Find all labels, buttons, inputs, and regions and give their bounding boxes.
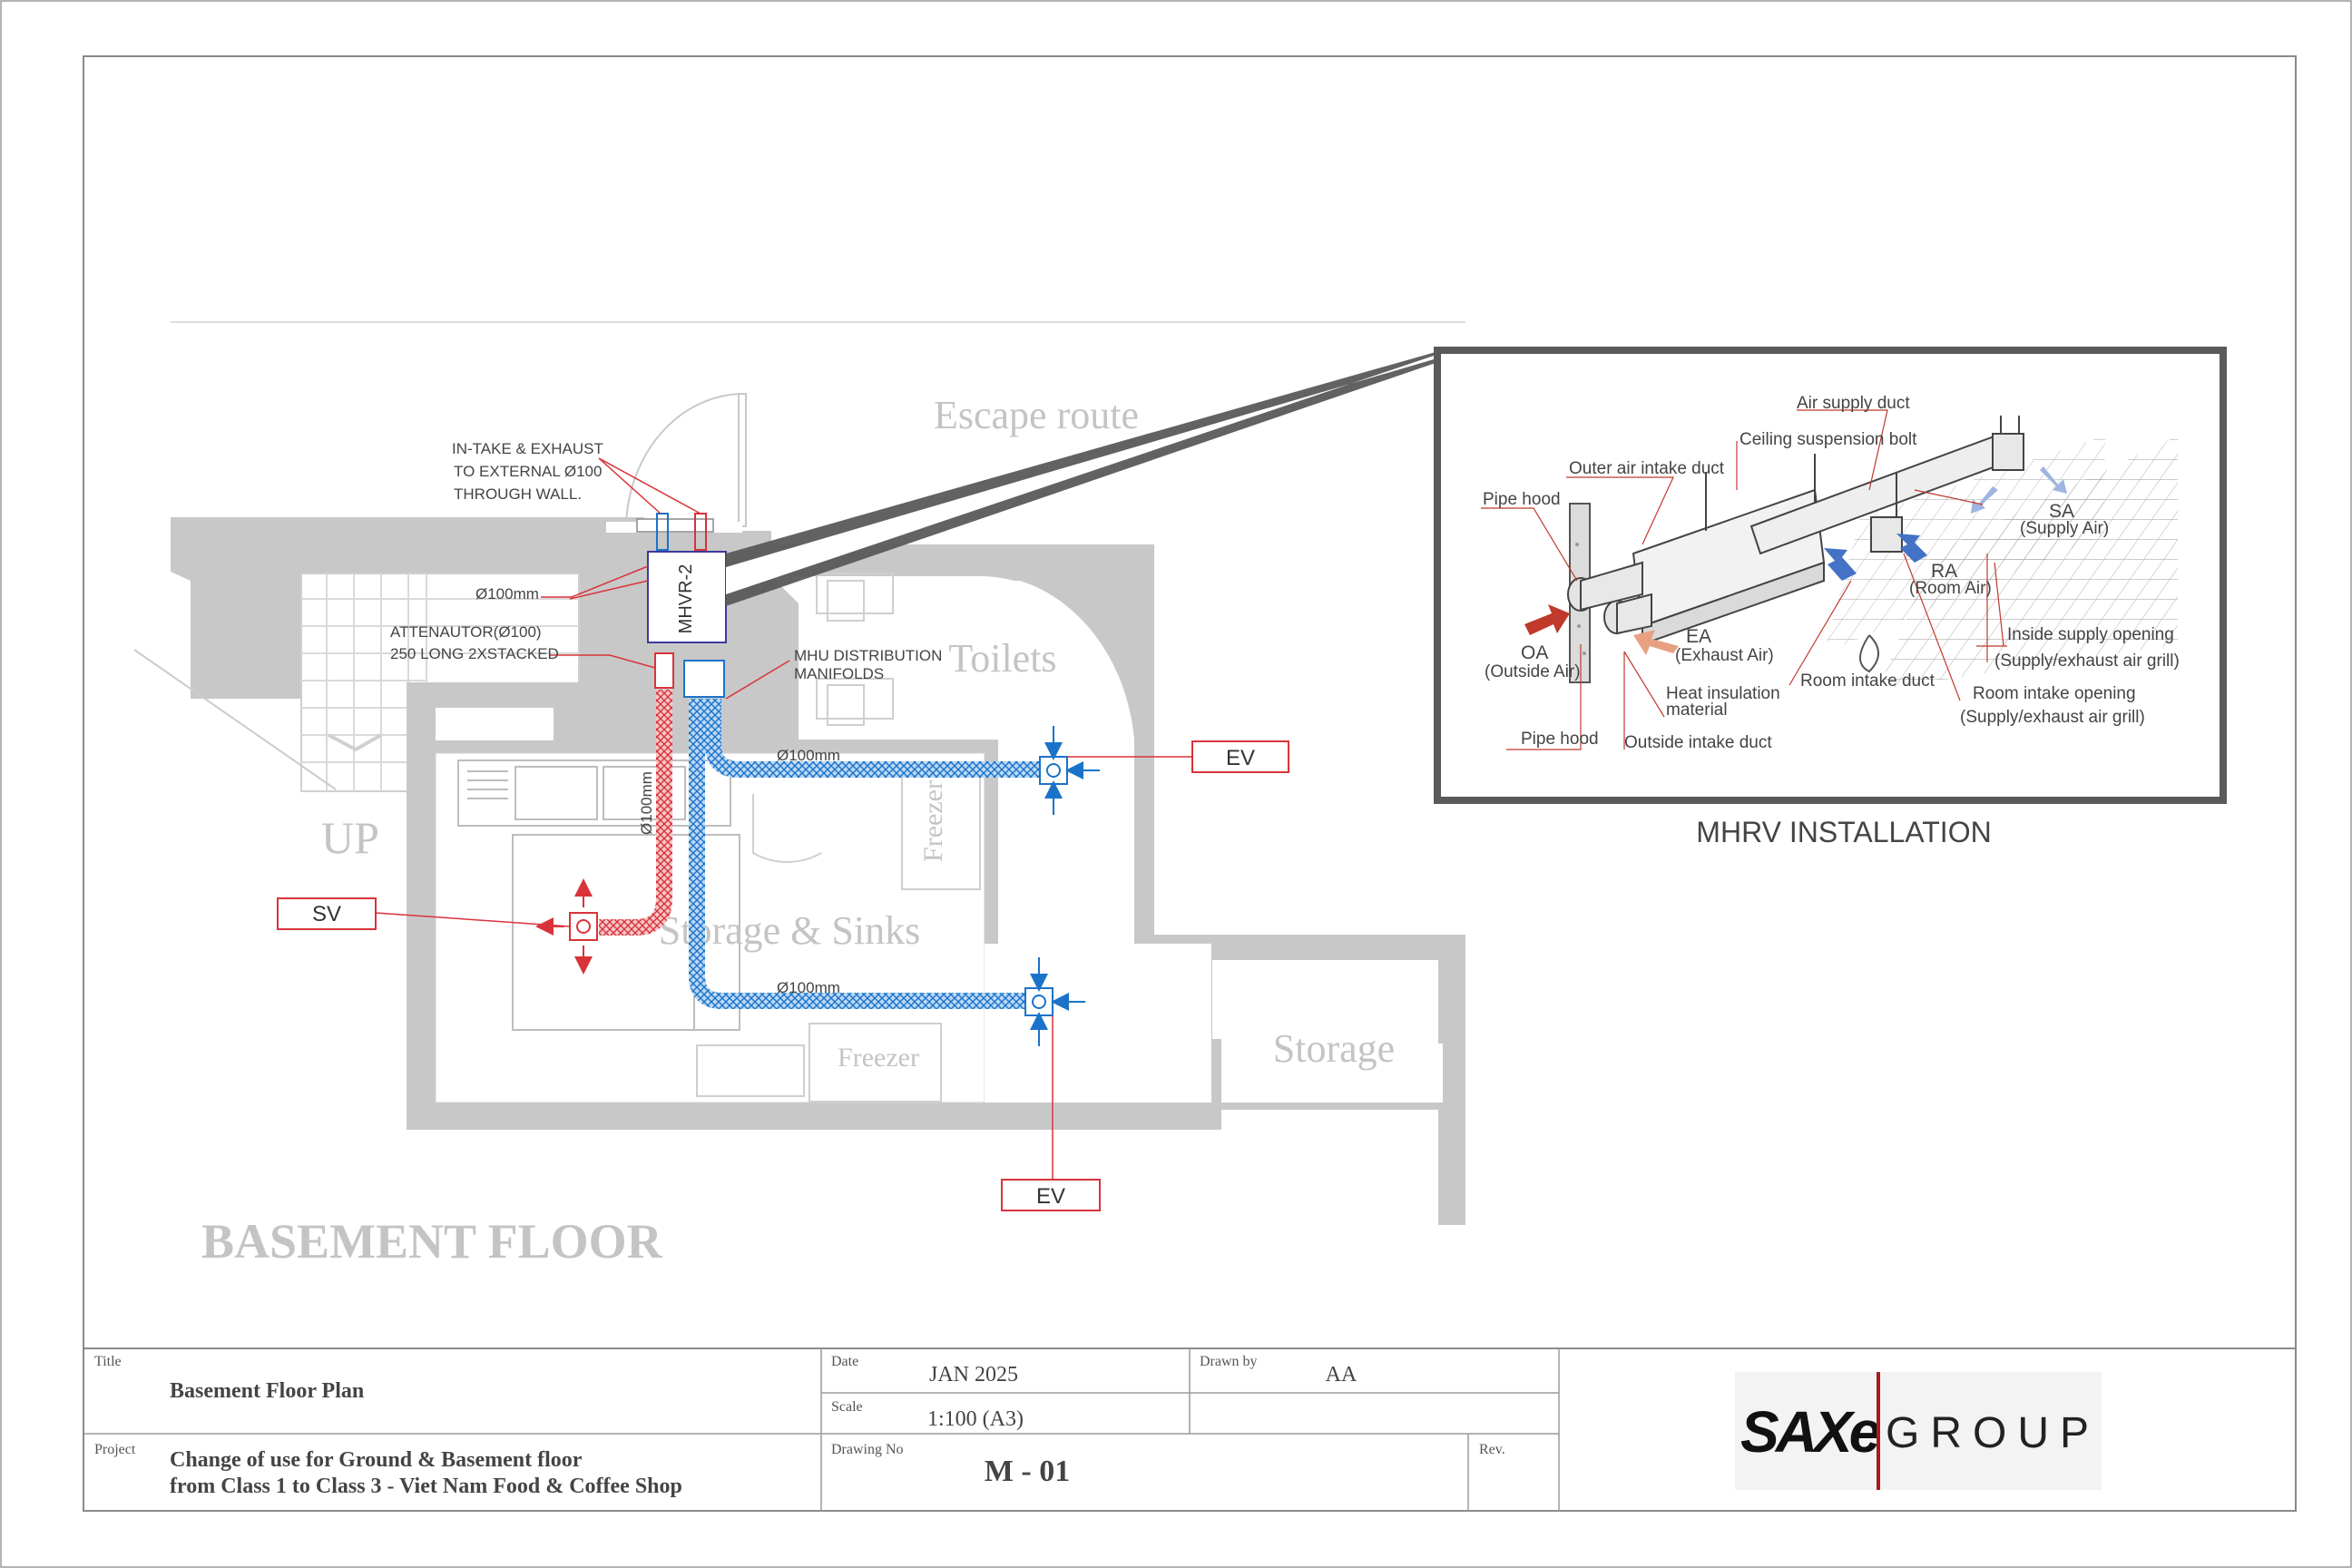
logo-word: GROUP <box>1886 1409 2100 1457</box>
label-pipe-hood-bottom: Pipe hood <box>1521 730 1599 749</box>
date-caption: Date <box>831 1354 858 1369</box>
project-line-2: from Class 1 to Class 3 - Viet Nam Food … <box>170 1475 682 1498</box>
label-oa-sub: (Outside Air) <box>1485 662 1581 681</box>
label-ra: RA <box>1931 561 1957 582</box>
mhrv-inset: Air supply duct Ceiling suspension bolt … <box>1434 347 2227 848</box>
ea-arrow <box>1633 630 1679 655</box>
label-ra-sub: (Room Air) <box>1909 579 1992 598</box>
label-ceiling-bolt: Ceiling suspension bolt <box>1740 430 1917 449</box>
inset-caption: MHRV INSTALLATION <box>1696 816 1991 848</box>
ductwork: MHVR-2 <box>277 440 1289 1211</box>
tag-ev-lower-label: EV <box>1036 1184 1065 1209</box>
company-logo: SAXe GROUP <box>1735 1372 2102 1490</box>
tag-ev-upper-label: EV <box>1226 746 1255 770</box>
toilet-fixtures <box>816 573 894 726</box>
label-ea-sub: (Exhaust Air) <box>1675 646 1774 665</box>
extract-duct-lower <box>689 699 1025 1009</box>
label-oa: OA <box>1521 642 1548 663</box>
extract-valve-lower <box>1024 987 1054 1016</box>
label-sa: SA <box>2049 501 2074 522</box>
annotation-attenuator-1: ATTENAUTOR(Ø100) <box>390 623 542 641</box>
mhvr-unit <box>647 551 727 643</box>
supply-duct <box>599 690 672 936</box>
manifold <box>683 660 725 698</box>
mhvr-unit-label: MHVR-2 <box>676 564 696 634</box>
label-room-intake-opening: Room intake opening <box>1973 684 2136 703</box>
annotation-dia-lower-run: Ø100mm <box>777 979 840 996</box>
drawing-no-value: M - 01 <box>985 1455 1070 1488</box>
label-sa-sub: (Supply Air) <box>2020 519 2109 538</box>
sa-arrow-1 <box>1971 486 1998 514</box>
annotation-attenuator-2: 250 LONG 2XSTACKED <box>390 645 559 662</box>
annotation-intake-1: IN-TAKE & EXHAUST <box>452 440 603 457</box>
sa-arrow-2 <box>2040 466 2067 494</box>
annotation-dia-upper-run: Ø100mm <box>777 747 840 764</box>
attenuator <box>654 652 674 689</box>
rev-caption: Rev. <box>1479 1442 1505 1457</box>
label-room-intake-duct: Room intake duct <box>1800 671 1936 691</box>
drawn-caption: Drawn by <box>1200 1354 1258 1369</box>
supply-valve <box>569 912 598 941</box>
extract-duct-upper <box>705 699 1040 778</box>
callout-wedge <box>726 352 1436 606</box>
escape-door <box>606 393 747 533</box>
scale-value: 1:100 (A3) <box>927 1407 1024 1431</box>
tag-sv-label: SV <box>312 902 341 926</box>
room-label-freezer-lower: Freezer <box>838 1043 919 1073</box>
stair-up-label: UP <box>321 812 379 863</box>
annotation-dia-vertical: Ø100mm <box>638 771 655 835</box>
logo-mark: SAXe <box>1740 1399 1880 1465</box>
label-room-intake-opening-sub: (Supply/exhaust air grill) <box>1960 708 2145 727</box>
storage-room <box>436 753 985 1102</box>
label-outer-air-intake: Outer air intake duct <box>1569 459 1725 478</box>
tag-ev-lower <box>1001 1179 1101 1211</box>
ra-arrow-1 <box>1824 548 1857 581</box>
tag-ev-upper <box>1191 740 1289 773</box>
label-inside-supply-sub: (Supply/exhaust air grill) <box>1994 652 2180 671</box>
project-line-1: Change of use for Ground & Basement floo… <box>170 1448 583 1472</box>
room-label-escape-route: Escape route <box>934 393 1139 437</box>
room-label-storage: Storage <box>1273 1026 1395 1071</box>
ra-arrow-2 <box>1896 534 1927 563</box>
room-label-freezer-upper: Freezer <box>918 780 948 862</box>
label-heat-insulation-2: material <box>1666 701 1728 720</box>
annotation-manifold-2: MANIFOLDS <box>794 665 884 682</box>
scale-caption: Scale <box>831 1399 863 1415</box>
title-value: Basement Floor Plan <box>170 1379 364 1403</box>
annotation-dia-top: Ø100mm <box>475 585 539 603</box>
logo-divider <box>1877 1372 1880 1490</box>
annotation-manifold-1: MHU DISTRIBUTION <box>794 647 942 664</box>
drawn-value: AA <box>1326 1363 1357 1387</box>
drawing-no-caption: Drawing No <box>831 1442 904 1457</box>
title-block: Title Date Drawn by Scale Project Drawin… <box>83 1348 2297 1512</box>
label-heat-insulation-1: Heat insulation <box>1666 684 1780 703</box>
title-caption: Title <box>94 1354 122 1369</box>
annotation-intake-3: THROUGH WALL. <box>454 485 582 503</box>
extract-valve-upper <box>1039 756 1068 785</box>
label-ea: EA <box>1686 626 1711 647</box>
label-outside-intake-duct: Outside intake duct <box>1624 733 1772 752</box>
floor-plan: Escape route Toilets Storage & Sinks Sto… <box>133 321 1465 1269</box>
label-inside-supply: Inside supply opening <box>2007 625 2174 644</box>
label-air-supply-duct: Air supply duct <box>1797 394 1910 413</box>
callout-wedge-gap <box>726 356 1434 594</box>
project-caption: Project <box>94 1442 136 1457</box>
oa-arrow <box>1524 604 1570 635</box>
floor-label: BASEMENT FLOOR <box>201 1214 663 1269</box>
label-pipe-hood-top: Pipe hood <box>1483 490 1561 509</box>
tag-sv <box>277 897 377 930</box>
date-value: JAN 2025 <box>929 1363 1018 1387</box>
annotation-intake-2: TO EXTERNAL Ø100 <box>454 463 602 480</box>
room-label-toilets: Toilets <box>948 636 1056 681</box>
wall-terminal <box>636 518 714 533</box>
